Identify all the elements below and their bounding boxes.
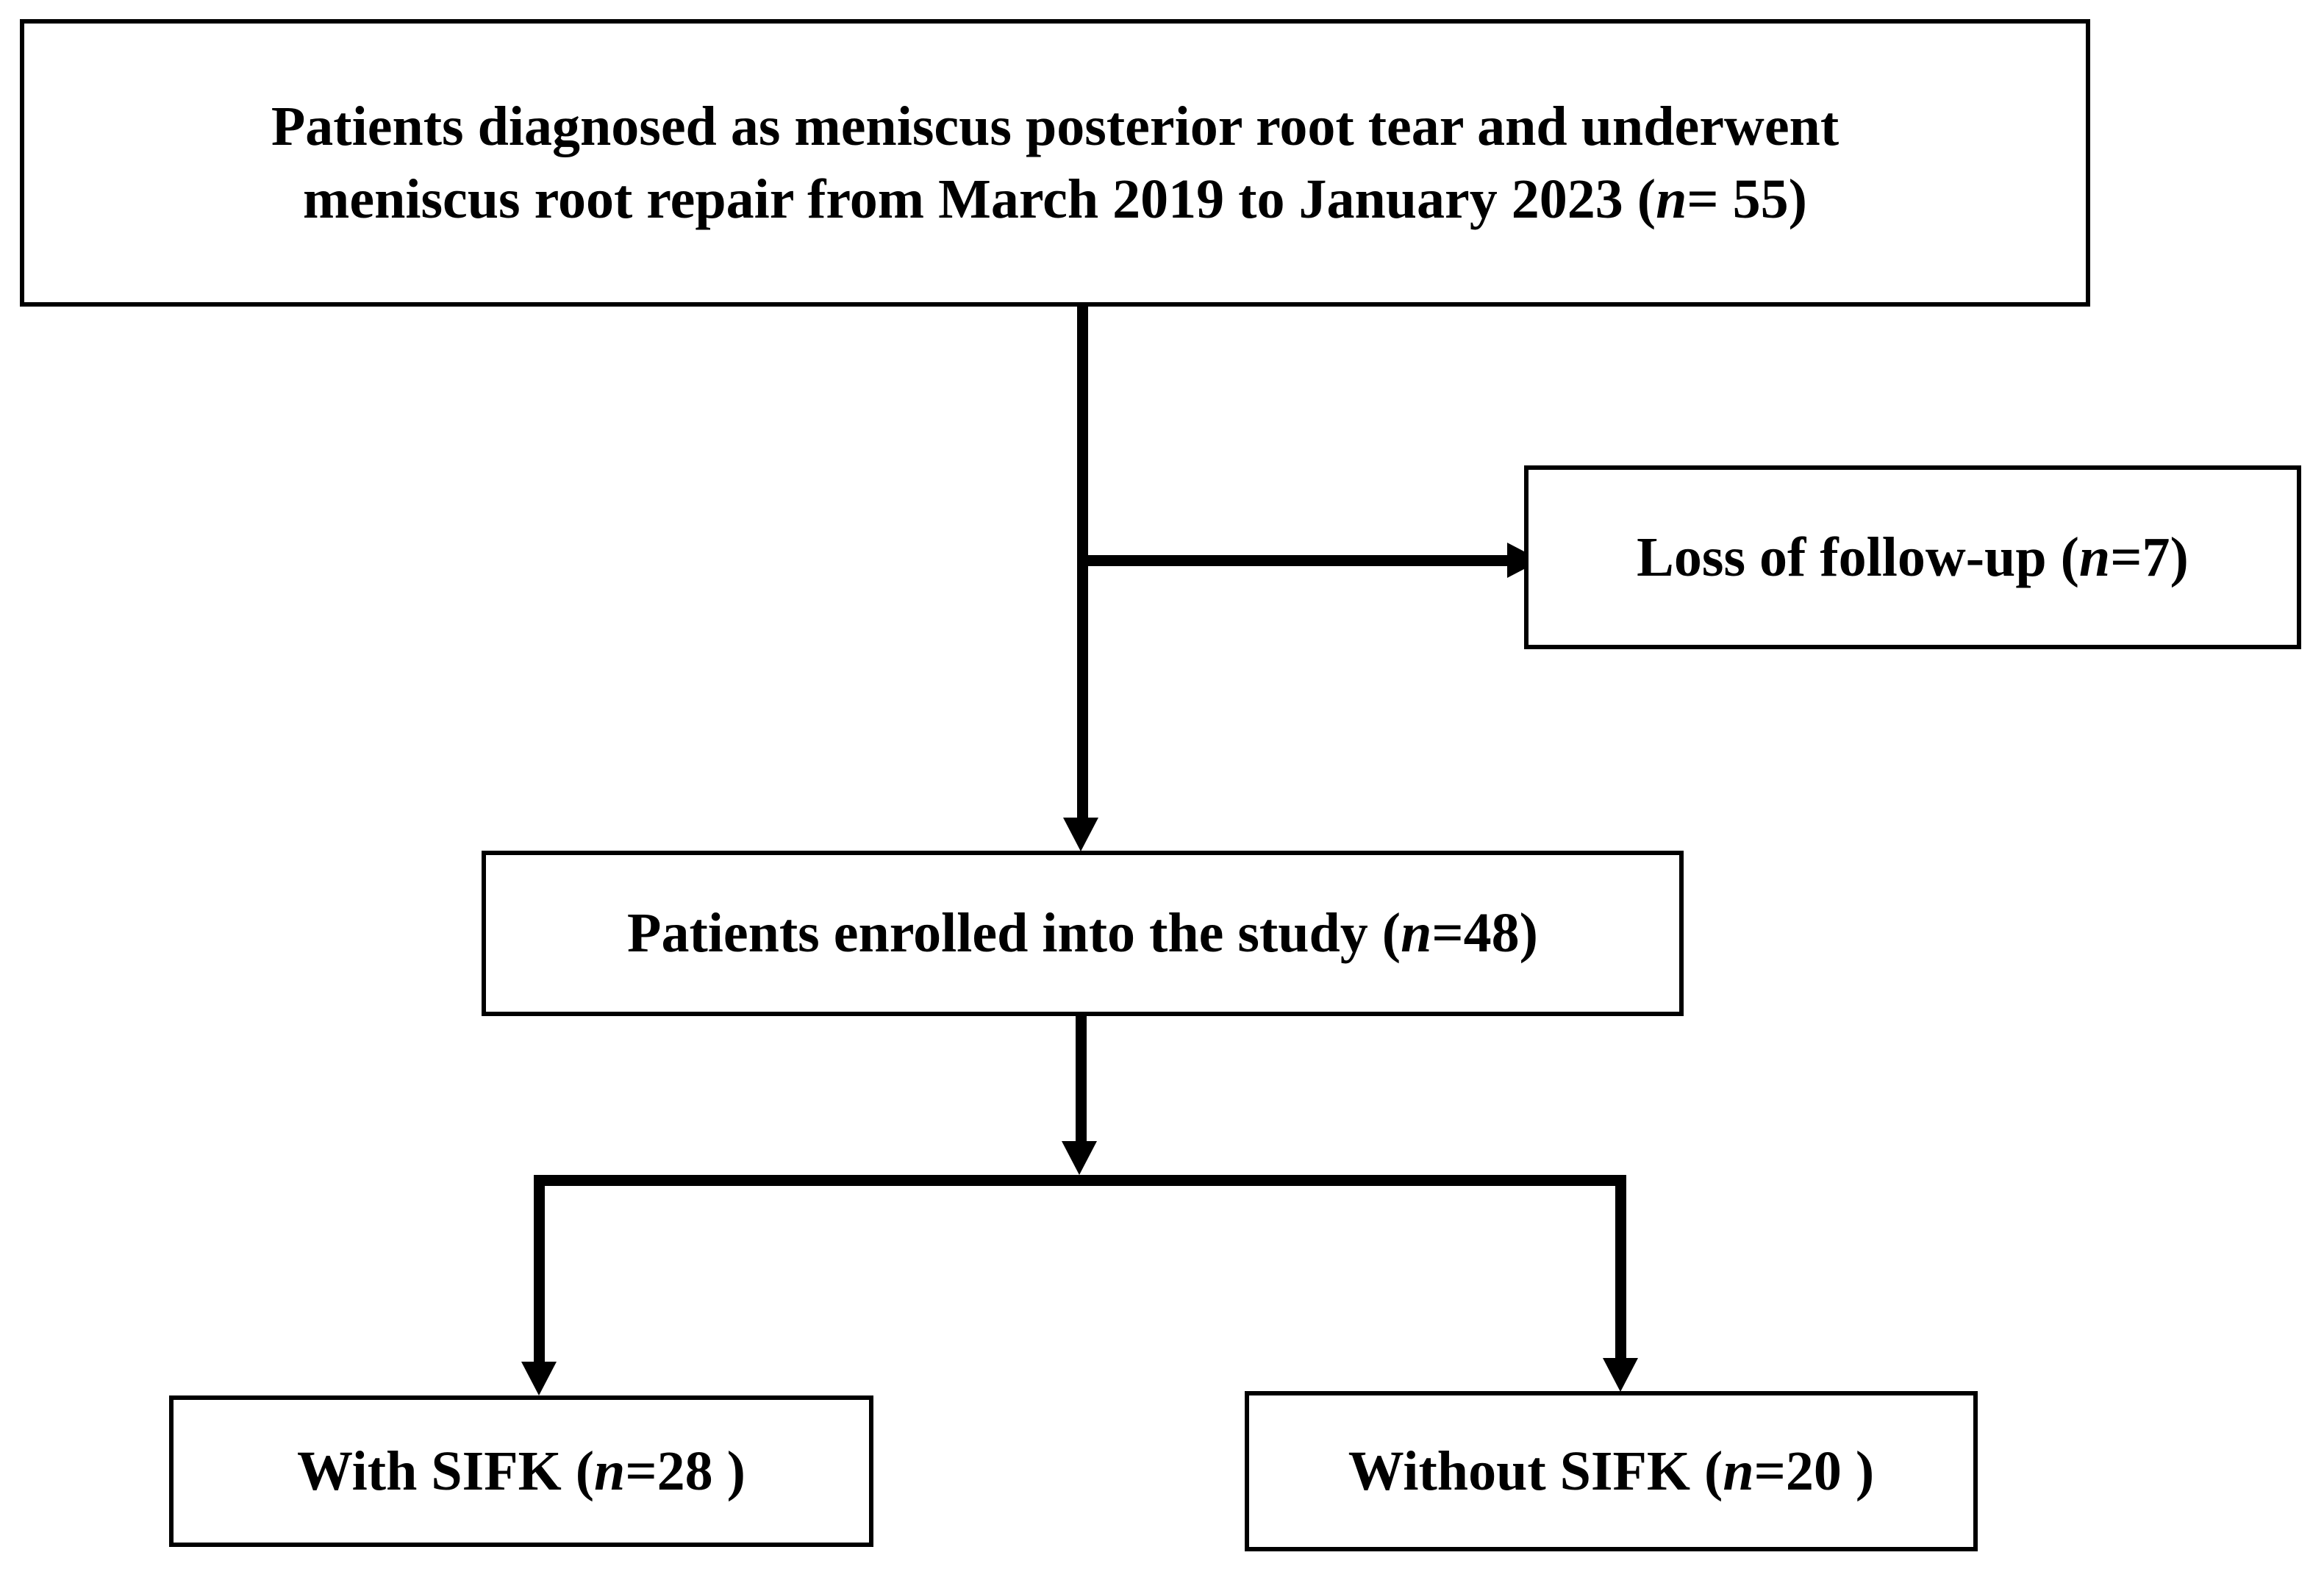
flow-node-with-sifk-label: With SIFK (n=28 ) <box>187 1435 856 1508</box>
enrolled-suffix: =48) <box>1431 902 1538 965</box>
connector-to-with-sifk-line <box>534 1175 545 1366</box>
loss-suffix: =7) <box>2110 526 2189 588</box>
enrolled-prefix: Patients enrolled into the study ( <box>627 902 1401 965</box>
flow-node-loss-label: Loss of follow-up (n=7) <box>1542 521 2284 594</box>
without-sifk-suffix: =20 ) <box>1753 1440 1875 1502</box>
flow-node-with-sifk: With SIFK (n=28 ) <box>169 1395 873 1547</box>
with-sifk-prefix: With SIFK ( <box>297 1440 595 1502</box>
connector-to-loss-line <box>1082 555 1509 566</box>
with-sifk-italic-n: n <box>594 1440 626 1502</box>
diagnosed-line2-italic-n: n <box>1656 168 1687 230</box>
enrolled-italic-n: n <box>1401 902 1432 965</box>
connector-to-with-sifk-arrowhead-icon <box>521 1362 557 1395</box>
loss-italic-n: n <box>2078 526 2111 588</box>
diagnosed-line2-suffix: = 55) <box>1687 168 1807 230</box>
flow-node-enrolled-label: Patients enrolled into the study (n=48) <box>499 897 1666 970</box>
connector-to-without-sifk-arrowhead-icon <box>1603 1358 1638 1392</box>
flow-node-diagnosed-label: Patients diagnosed as meniscus posterior… <box>37 90 2073 236</box>
without-sifk-prefix: Without SIFK ( <box>1348 1440 1723 1502</box>
flow-node-enrolled: Patients enrolled into the study (n=48) <box>482 851 1684 1016</box>
connector-split-stem-line <box>1076 1016 1087 1145</box>
connector-top-to-enrolled-arrowhead-icon <box>1063 818 1098 851</box>
flow-node-without-sifk: Without SIFK (n=20 ) <box>1245 1391 1978 1551</box>
diagnosed-line1: Patients diagnosed as meniscus posterior… <box>271 95 1839 157</box>
connector-to-without-sifk-line <box>1615 1175 1626 1362</box>
connector-split-bar <box>537 1175 1626 1186</box>
diagnosed-line2-prefix: meniscus root repair from March 2019 to … <box>303 168 1656 230</box>
flow-node-without-sifk-label: Without SIFK (n=20 ) <box>1262 1435 1960 1508</box>
loss-prefix: Loss of follow-up ( <box>1637 526 2079 588</box>
flow-node-diagnosed: Patients diagnosed as meniscus posterior… <box>20 19 2090 307</box>
flow-node-loss-of-follow-up: Loss of follow-up (n=7) <box>1524 465 2301 649</box>
with-sifk-suffix: =28 ) <box>625 1440 746 1502</box>
connector-split-stem-arrowhead-icon <box>1062 1141 1097 1175</box>
without-sifk-italic-n: n <box>1723 1440 1754 1502</box>
